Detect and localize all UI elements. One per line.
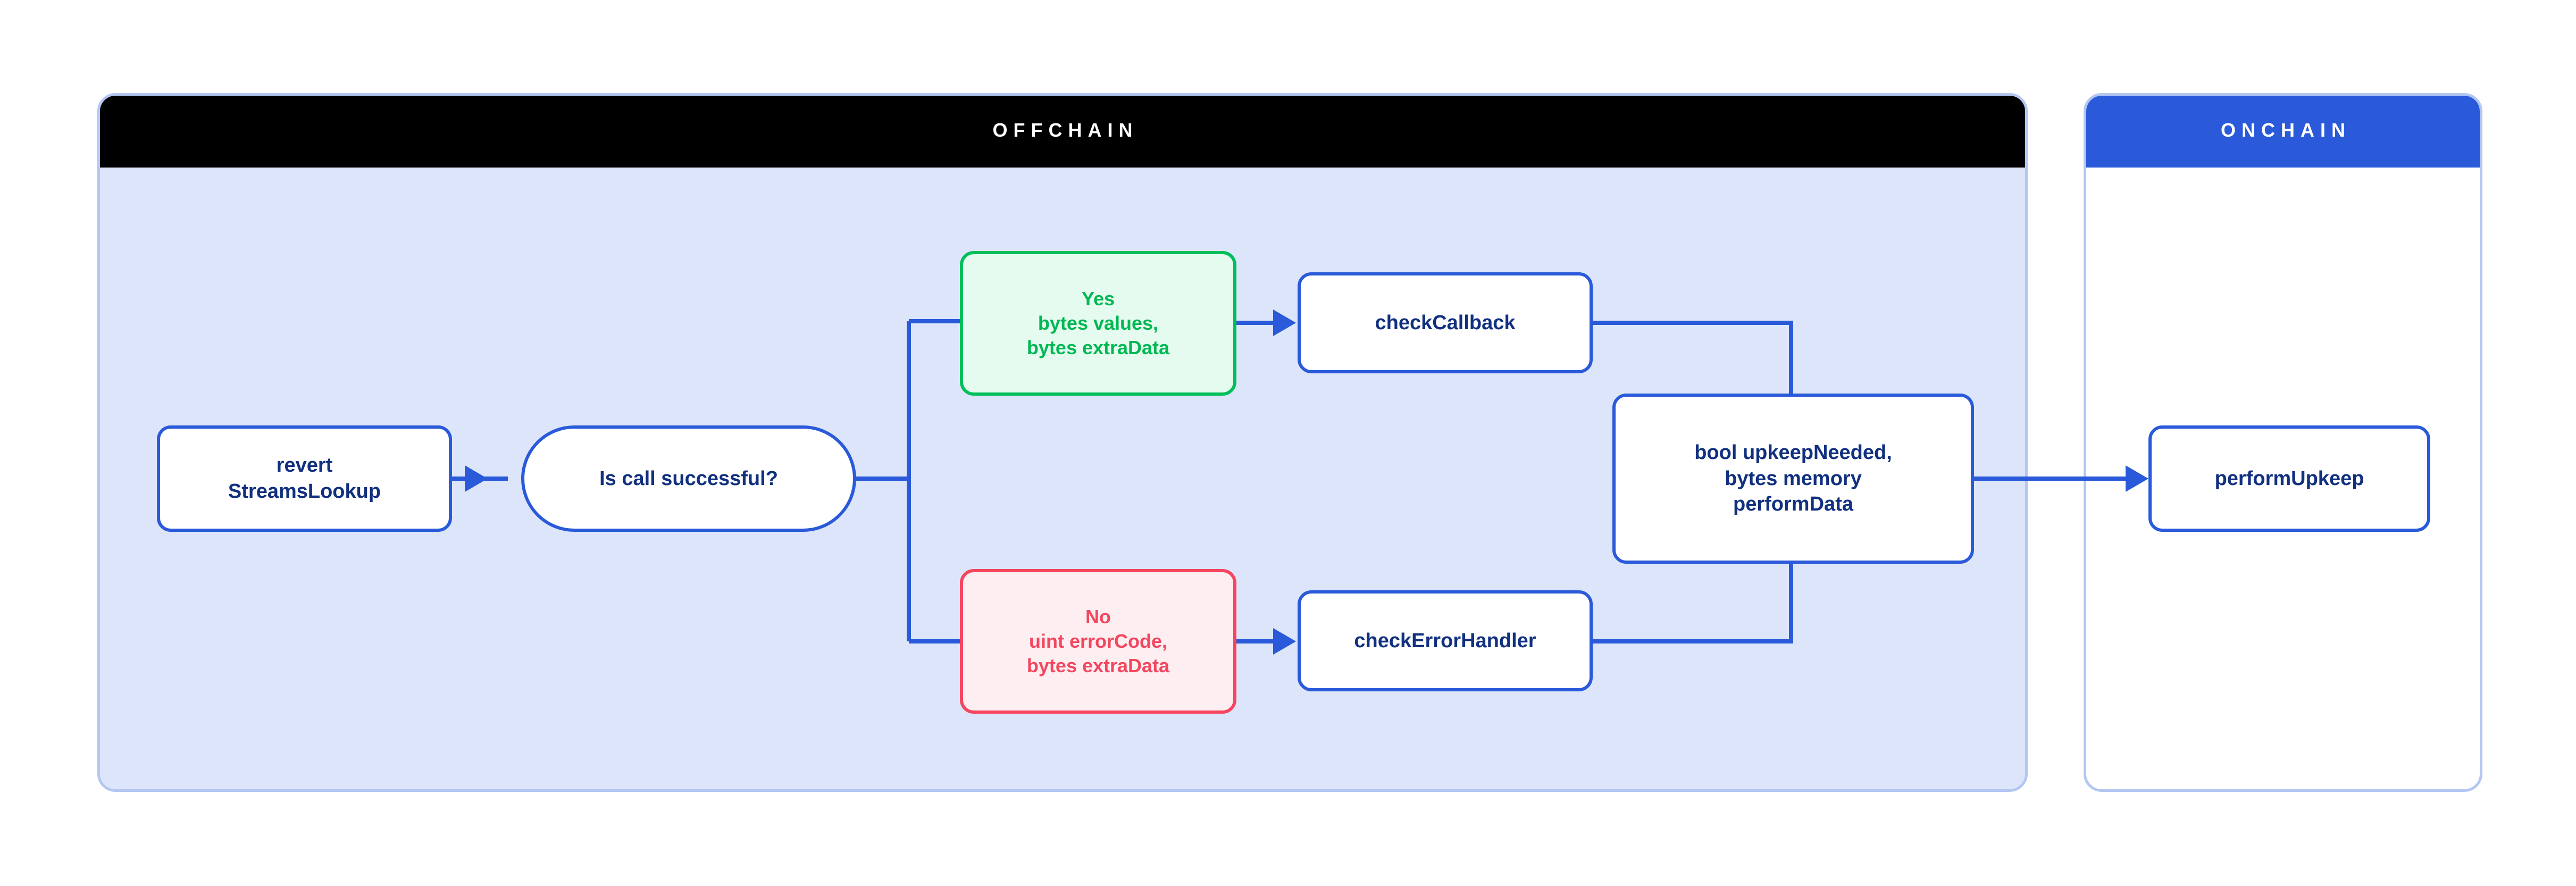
panel-onchain-title: ONCHAIN [2086, 96, 2480, 168]
node-branch-yes: Yes bytes values, bytes extraData [960, 251, 1236, 396]
node-is-call-successful: Is call successful? [521, 425, 856, 532]
node-performupkeep: performUpkeep [2148, 425, 2430, 532]
node-revert-streamslookup: revert StreamsLookup [157, 425, 452, 532]
panel-offchain-title: OFFCHAIN [100, 96, 2025, 168]
node-upkeepneeded-performdata: bool upkeepNeeded, bytes memory performD… [1612, 394, 1974, 564]
node-checkerrorhandler: checkErrorHandler [1298, 590, 1593, 691]
node-checkcallback: checkCallback [1298, 272, 1593, 373]
node-branch-no: No uint errorCode, bytes extraData [960, 569, 1236, 714]
